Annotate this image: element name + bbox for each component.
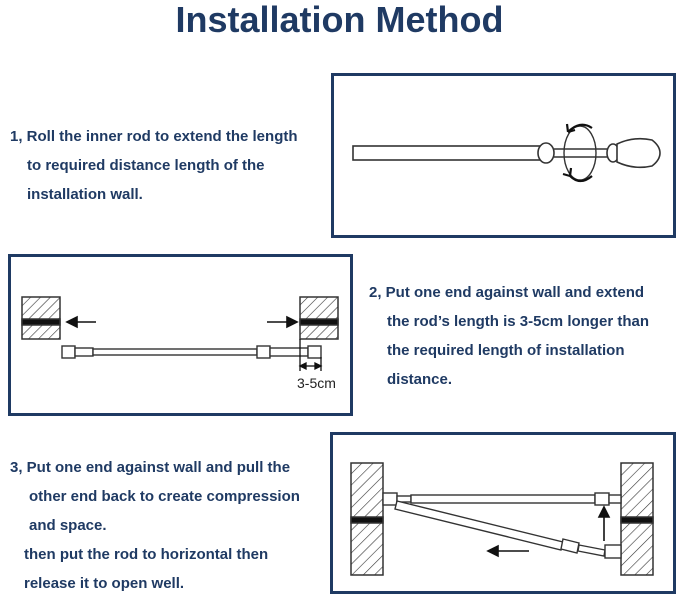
rod-body-diagonal	[394, 500, 564, 551]
step-1-illustration	[331, 73, 676, 238]
rod-tube	[352, 145, 544, 161]
rod-joint	[537, 142, 555, 164]
page-title: Installation Method	[175, 0, 504, 40]
step-2-text: 2, Put one end against wall and extend t…	[369, 278, 649, 394]
step-2-line-2: the rod’s length is 3-5cm longer than	[387, 313, 649, 330]
rod-body	[74, 347, 94, 357]
rod-end-cap-right	[608, 494, 622, 504]
step-3-line-1: 3, Put one end against wall and pull the	[10, 459, 291, 476]
step-2-illustration: 3-5cm	[8, 254, 353, 416]
step-3-text: 3, Put one end against wall and pull the…	[10, 453, 300, 598]
rotation-ring	[563, 125, 597, 181]
step-3-line-5: release it to open well.	[24, 575, 185, 592]
left-wall	[350, 462, 384, 576]
left-wall	[21, 296, 61, 340]
measure-label: 3-5cm	[297, 375, 336, 391]
step-3-line-4: then put the rod to horizontal then	[24, 546, 269, 563]
rod-body-horizontal	[410, 494, 596, 504]
step-1-line-1: 1, Roll the inner rod to extend the leng…	[10, 128, 298, 145]
rod-extend-drawing: 3-5cm	[21, 296, 339, 391]
step-1-text: 1, Roll the inner rod to extend the leng…	[10, 122, 298, 209]
rod-roll-drawing	[352, 123, 661, 183]
step-2-line-1: 2, Put one end against wall and extend	[369, 284, 645, 301]
step-3-illustration	[330, 432, 676, 594]
rod-handle	[616, 137, 661, 169]
step-2-line-3: the required length of installation	[387, 342, 625, 359]
rotate-arrow-top-icon	[567, 123, 593, 133]
step-3-line-2: other end back to create compression	[29, 488, 300, 505]
step-2-line-4: distance.	[387, 371, 453, 388]
step-1-line-2: to required distance length of the	[27, 157, 265, 174]
rotate-arrow-bottom-icon	[569, 175, 593, 183]
right-wall	[299, 296, 339, 340]
rod-end-cap-left	[382, 492, 398, 506]
rod-end-cap-left	[61, 345, 76, 359]
rod-joint	[256, 345, 271, 359]
right-wall	[620, 462, 654, 576]
step-3-line-3: and space.	[29, 517, 107, 534]
rod-end-cap-right	[307, 345, 322, 359]
rod-compress-drawing	[350, 462, 654, 576]
step-1-line-3: installation wall.	[27, 186, 143, 203]
